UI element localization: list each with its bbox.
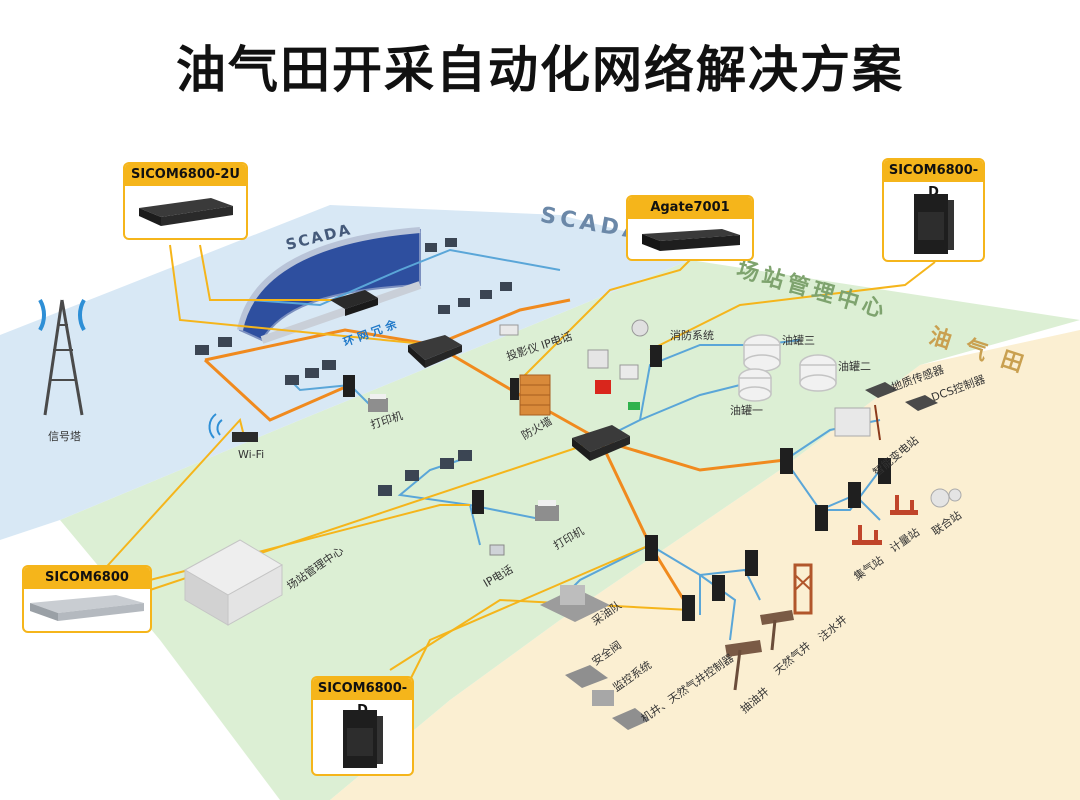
station-building-icon xyxy=(183,539,284,626)
geo-sensor-icon xyxy=(865,382,898,398)
label-tank2: 油罐二 xyxy=(838,360,871,373)
core-switch-station xyxy=(572,425,630,461)
rack-switch-2u-icon xyxy=(125,186,246,238)
zone-station-center xyxy=(60,260,1080,800)
callout-sicom6800-d-top: SICOM6800-D xyxy=(882,158,985,262)
oil-team-building-icon xyxy=(540,585,610,622)
label-signal-tower: 信号塔 xyxy=(48,430,81,443)
callout-title: Agate7001 xyxy=(628,197,752,219)
callout-title: SICOM6800-D xyxy=(313,678,412,718)
injection-well-icon xyxy=(793,563,813,615)
callout-title: SICOM6800-2U xyxy=(125,164,246,186)
page-title: 油气田开采自动化网络解决方案 xyxy=(176,41,904,99)
din-rail-switch-icon xyxy=(884,182,983,260)
metering-station-icon xyxy=(890,495,918,515)
label-fire-system: 消防系统 xyxy=(670,329,714,342)
callout-sicom6800-d-bottom: SICOM6800-D xyxy=(311,676,414,776)
fire-system-icons xyxy=(587,319,649,410)
dcs-controller-icon xyxy=(905,395,938,411)
monitor-system-icon xyxy=(592,690,614,706)
pump-well-icon xyxy=(725,640,762,691)
ip-phone-icon xyxy=(489,544,505,556)
core-switch-scada xyxy=(408,335,462,368)
callout-sicom6800: SICOM6800 xyxy=(22,565,152,633)
scada-wall-frame xyxy=(237,227,421,331)
label-wifi: Wi-Fi xyxy=(238,448,265,461)
label-tank1: 油罐一 xyxy=(730,404,763,417)
printer-mid-icon xyxy=(535,500,559,521)
gas-well-icon xyxy=(760,610,794,651)
projector-icon xyxy=(499,324,519,336)
signal-tower-icon xyxy=(38,299,86,416)
wifi-router-icon xyxy=(208,413,258,442)
safety-valve-icon xyxy=(565,665,608,688)
callout-title: SICOM6800 xyxy=(24,567,150,589)
firewall-icon xyxy=(510,374,551,416)
rack-switch-1u-icon xyxy=(24,589,150,631)
controller-icon xyxy=(612,708,650,730)
agate-router-icon xyxy=(628,219,752,259)
scada-rack-switch xyxy=(330,290,378,316)
din-rail-switch-icon xyxy=(313,700,412,774)
oil-tank-icons xyxy=(738,334,837,402)
callout-agate7001: Agate7001 xyxy=(626,195,754,261)
callout-sicom6800-2u: SICOM6800-2U xyxy=(123,162,248,240)
gas-collect-station-icon xyxy=(852,525,882,545)
substation-icon xyxy=(834,404,881,441)
zone-oilfield xyxy=(330,330,1080,800)
printer-top-icon xyxy=(368,394,388,412)
workstations xyxy=(195,238,512,496)
label-tank3: 油罐三 xyxy=(782,334,815,347)
joint-station-icon xyxy=(930,488,962,508)
callout-title: SICOM6800-D xyxy=(884,160,983,200)
field-switches xyxy=(343,345,891,621)
